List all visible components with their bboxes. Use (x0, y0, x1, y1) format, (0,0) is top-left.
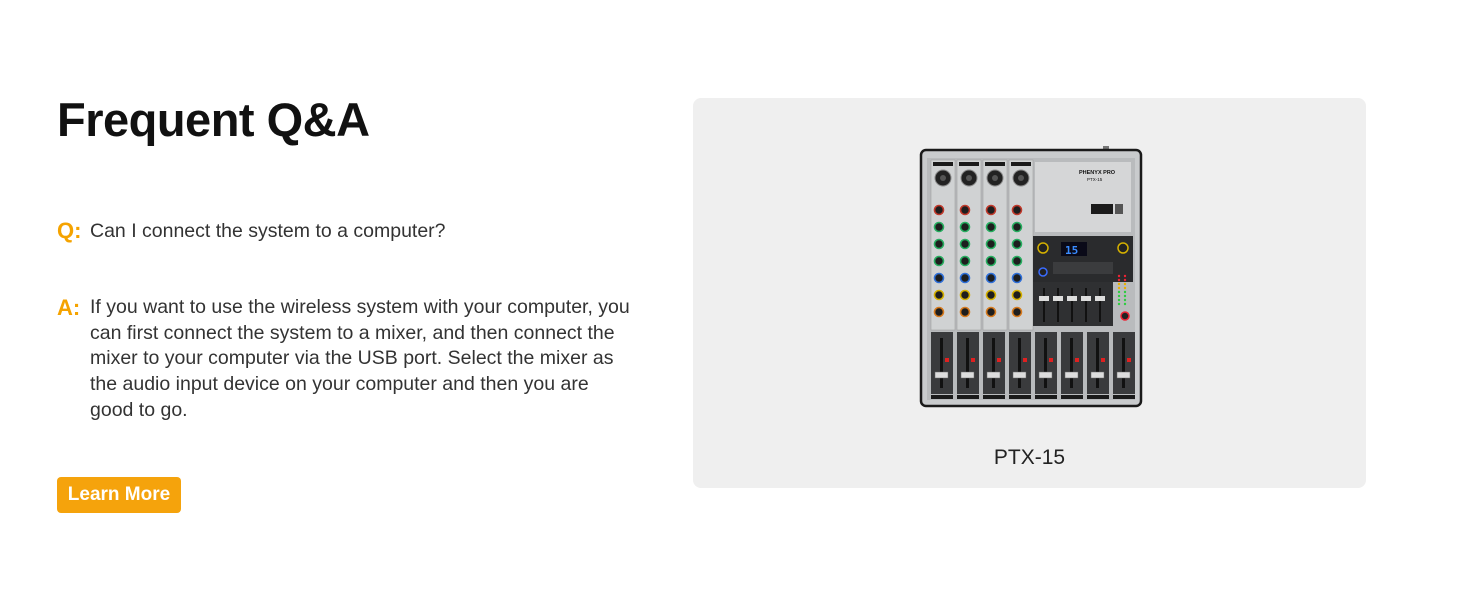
mixer-display-text: 15 (1065, 244, 1078, 257)
mixer-brand-text: PHENYX PRO (1079, 170, 1116, 176)
mixer-model-text: PTX-15 (1087, 177, 1103, 182)
answer-label: A: (57, 295, 81, 320)
answer-text: If you want to use the wireless system w… (90, 296, 630, 421)
mixer-product-image: PHENYX PRO PTX-15 15 (919, 146, 1143, 408)
question-label: Q: (57, 218, 82, 243)
answer-block: A: If you want to use the wireless syste… (57, 295, 630, 424)
question-text: Can I connect the system to a computer? (90, 220, 446, 242)
question-block: Q: Can I connect the system to a compute… (57, 218, 630, 244)
product-card: PHENYX PRO PTX-15 15 PTX-15 (693, 98, 1366, 488)
product-caption: PTX-15 (993, 446, 1066, 469)
page-title: Frequent Q&A (57, 93, 370, 146)
learn-more-button[interactable]: Learn More (57, 477, 181, 513)
